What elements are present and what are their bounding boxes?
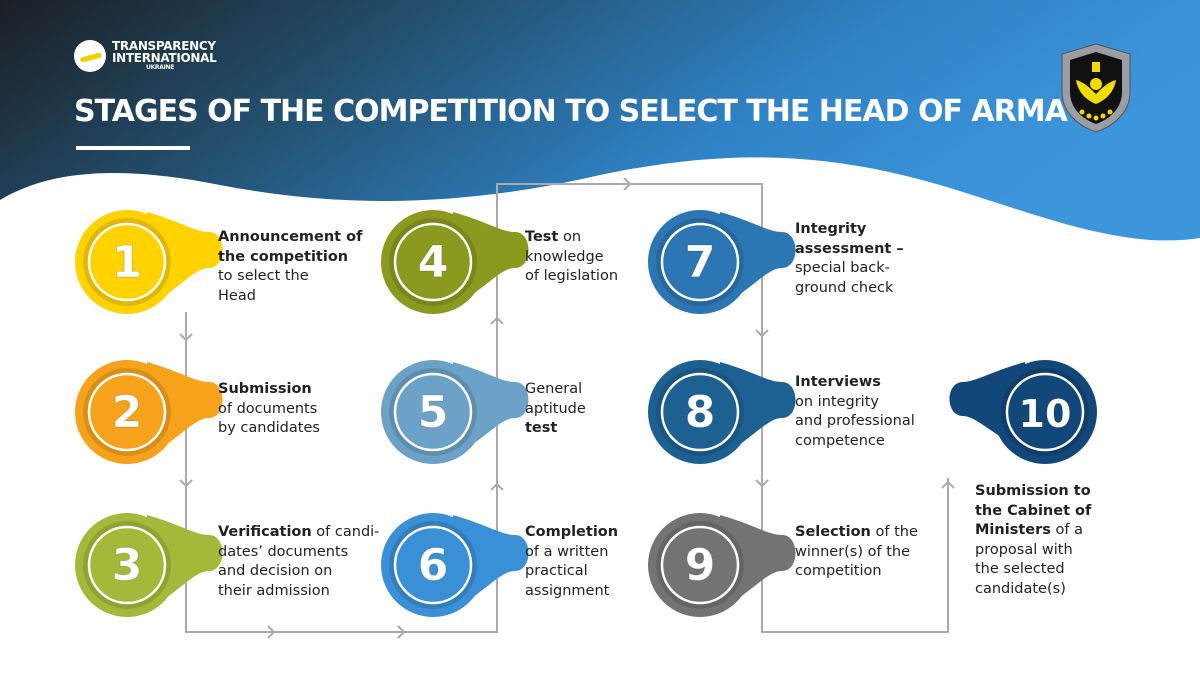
step-number: 3 <box>112 540 143 591</box>
step-number: 10 <box>1019 392 1072 436</box>
step-4-description: Test on knowledge of legislation <box>525 228 618 287</box>
step-4-badge: 4 <box>381 210 529 314</box>
step-text: General aptitude <box>525 381 586 417</box>
step-5-description: General aptitude test <box>525 380 586 439</box>
step-3-badge: 3 <box>75 513 223 617</box>
step-10-description: Submission to the Cabinet of Ministers o… <box>975 482 1091 599</box>
step-text-bold: Test <box>525 229 559 245</box>
step-text: on integrity and professional competence <box>795 393 915 449</box>
step-text-bold: Verification <box>218 524 312 540</box>
step-text: of the winner(s) of the competition <box>795 524 918 579</box>
step-text-bold: Interviews <box>795 374 881 390</box>
step-text-bold: Submission <box>218 381 312 397</box>
step-number: 5 <box>418 387 449 438</box>
page-title: STAGES OF THE COMPETITION TO SELECT THE … <box>74 94 1068 129</box>
step-8-description: Interviews on integrity and professional… <box>795 373 915 451</box>
org-name-line2: INTERNATIONAL <box>112 51 217 65</box>
step-8-badge: 8 <box>648 360 796 464</box>
step-number: 2 <box>112 387 143 438</box>
step-text: of candi- dates’ documents and decision … <box>218 524 380 599</box>
step-text: special back- ground check <box>795 260 894 296</box>
step-7-description: Integrity assessment – special back- gro… <box>795 220 904 298</box>
step-number: 1 <box>112 237 143 288</box>
step-1-description: Announcement of the competition to selec… <box>218 228 362 306</box>
step-text-bold: Selection <box>795 524 871 540</box>
step-9-badge: 9 <box>648 513 796 617</box>
step-2-badge: 2 <box>75 360 223 464</box>
step-text: of a written practical assignment <box>525 543 610 599</box>
title-underline <box>76 146 190 150</box>
arma-shield-icon <box>1061 43 1131 133</box>
step-text: on knowledge of legislation <box>525 229 619 284</box>
transparency-international-logo: TRANSPARENCY INTERNATIONAL UKRAINE <box>74 39 217 72</box>
step-number: 9 <box>685 540 716 591</box>
step-number: 7 <box>685 237 716 288</box>
step-9-description: Selection of the winner(s) of the compet… <box>795 523 918 582</box>
step-text-bold: Integrity assessment – <box>795 221 904 257</box>
step-text-bold: Completion <box>525 524 619 540</box>
step-text: of a proposal with the selected candidat… <box>975 522 1083 597</box>
step-text: to select the Head <box>218 268 309 304</box>
step-1-badge: 1 <box>75 210 223 314</box>
step-text-bold: Submission to the Cabinet of Ministers <box>975 483 1092 538</box>
step-text-bold: test <box>525 420 558 436</box>
step-7-badge: 7 <box>648 210 796 314</box>
step-3-description: Verification of candi- dates’ documents … <box>218 523 379 601</box>
step-5-badge: 5 <box>381 360 529 464</box>
step-2-description: Submission of documents by candidates <box>218 380 320 439</box>
step-6-description: Completion of a written practical assign… <box>525 523 618 601</box>
step-6-badge: 6 <box>381 513 529 617</box>
step-number: 8 <box>685 387 716 438</box>
step-number: 4 <box>418 237 449 288</box>
org-name-line3: UKRAINE <box>146 64 175 71</box>
step-10-badge: 10 <box>949 360 1097 464</box>
step-text: of documents by candidates <box>218 400 320 437</box>
step-text-bold: Announcement of the competition <box>218 229 363 265</box>
org-name-line1: TRANSPARENCY <box>112 39 216 53</box>
ti-logo-icon <box>74 40 106 72</box>
step-number: 6 <box>418 540 449 591</box>
